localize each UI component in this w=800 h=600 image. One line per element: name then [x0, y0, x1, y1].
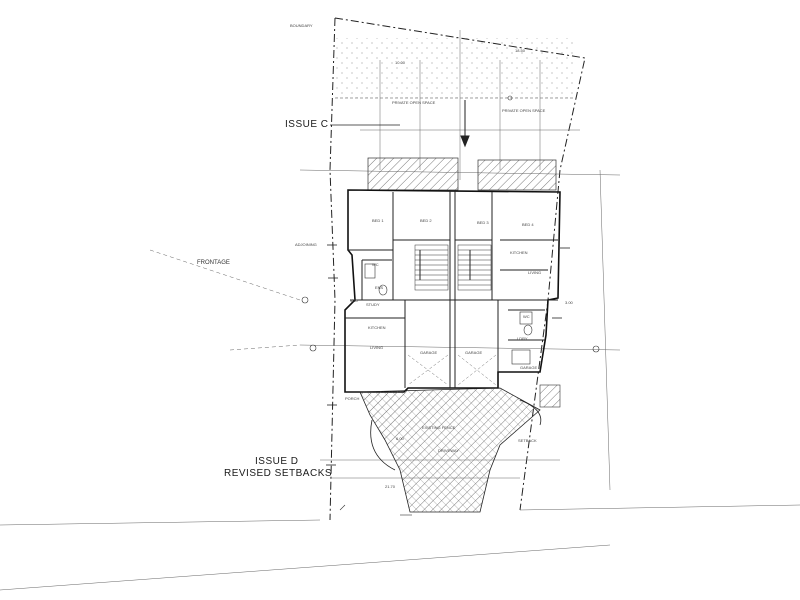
dimension-top-right: 18.50 [515, 48, 526, 53]
room-label-study: STUDY [366, 302, 380, 307]
rear-courtyard-left [367, 157, 459, 191]
issue-d-label: ISSUE D [255, 456, 299, 467]
annotation-setback: SETBACK [518, 438, 537, 443]
front-driveway [359, 387, 542, 513]
dimension-side-b: 4.50 [350, 298, 358, 303]
annotation-adjoining: ADJOINING [295, 242, 317, 247]
stairs [414, 244, 492, 291]
annotation-frontage: FRONTAGE [197, 260, 230, 266]
site-boundary [329, 17, 586, 521]
rear-landscape-area [335, 38, 575, 99]
issue-c-label: ISSUE C [285, 119, 329, 130]
bathroom-fixtures [364, 263, 533, 365]
grid-lines [0, 30, 800, 591]
room-label-wc-right: WC [523, 314, 530, 319]
room-label-ens: ENS [375, 285, 384, 290]
dimension-markers [301, 95, 600, 516]
room-label-driveway: DRIVEWAY [438, 448, 459, 453]
internal-walls [345, 190, 558, 388]
room-label-bed-3: BED 3 [477, 220, 489, 225]
dimension-top-left: 10.00 [395, 60, 406, 65]
annotation-private-open-space-right: PRIVATE OPEN SPACE [502, 108, 546, 113]
room-label-porch: PORCH [345, 396, 360, 401]
room-label-bed-2: BED 2 [420, 218, 432, 223]
room-label-garage-left: GARAGE [420, 350, 438, 355]
annotation-boundary: BOUNDARY [290, 23, 313, 28]
north-arrow-marker [460, 100, 470, 148]
building-outline [344, 189, 561, 393]
dimension-side-c: 3.00 [565, 300, 573, 305]
front-landscape-right [539, 384, 561, 408]
room-label-bed-1: BED 1 [372, 218, 384, 223]
garage-markings [407, 354, 497, 386]
rear-courtyard-right [477, 159, 557, 191]
dimension-side-a: 6.00 [396, 436, 404, 441]
room-label-living-right: LIVING [528, 270, 542, 275]
room-label-bed-4: BED 4 [522, 222, 534, 227]
annotation-private-open-space-left: PRIVATE OPEN SPACE [392, 100, 436, 105]
room-label-kitchen-right: KITCHEN [510, 250, 528, 255]
boundary-ticks [326, 244, 570, 466]
room-label-wc-left: WC [372, 262, 379, 267]
room-label-garage-right: GARAGE [520, 365, 538, 370]
dimension-bottom: 21.70 [385, 484, 396, 489]
annotation-existing-fence: EXISTING FENCE [422, 425, 456, 430]
room-label-living-left: LIVING [370, 345, 384, 350]
issue-d-note: REVISED SETBACKS [224, 468, 333, 479]
room-label-garage-mid: GARAGE [465, 350, 483, 355]
room-label-ldry: LDRY [517, 336, 528, 341]
room-label-kitchen-left: KITCHEN [368, 325, 386, 330]
